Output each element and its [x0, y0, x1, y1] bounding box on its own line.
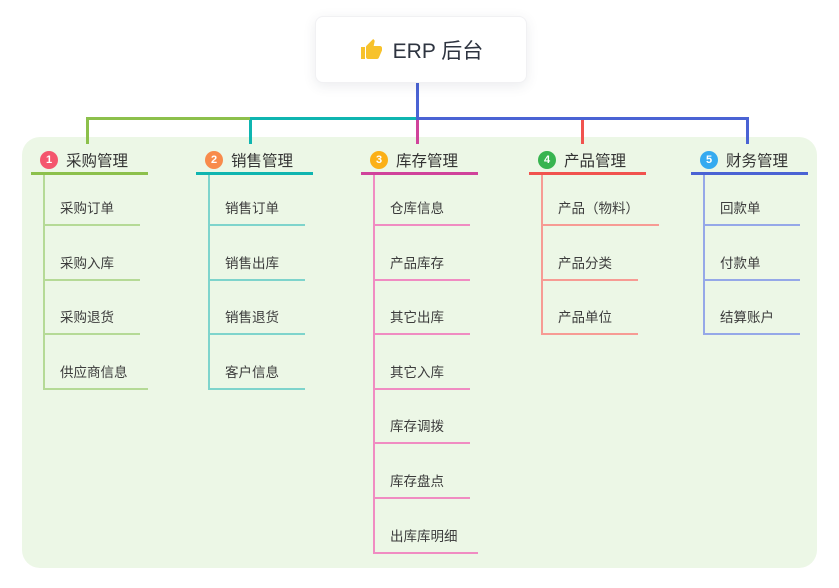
child-node[interactable]: 客户信息 [210, 335, 305, 390]
child-node[interactable]: 库存盘点 [375, 444, 470, 499]
child-node[interactable]: 采购入库 [45, 226, 140, 281]
child-node[interactable]: 出库库明细 [375, 499, 478, 554]
child-label: 销售订单 [225, 201, 279, 216]
branch-inventory: 3 库存管理 仓库信息 产品库存 其它出库 其它入库 库存调拨 库存盘点 出库库… [361, 147, 478, 554]
drop-line-product [581, 120, 584, 144]
child-label: 仓库信息 [390, 201, 444, 216]
drop-line-sales [249, 120, 252, 144]
branch-label: 采购管理 [66, 152, 129, 170]
branch-children: 销售订单 销售出库 销售退货 客户信息 [208, 175, 305, 390]
branch-badge: 1 [40, 150, 58, 169]
child-node[interactable]: 销售退货 [210, 281, 305, 336]
branch-label: 销售管理 [231, 152, 294, 170]
branch-sales: 2 销售管理 销售订单 销售出库 销售退货 客户信息 [196, 147, 313, 390]
branch-title-inventory[interactable]: 3 库存管理 [361, 147, 478, 175]
child-node[interactable]: 销售订单 [210, 175, 305, 226]
child-node[interactable]: 产品（物料） [543, 175, 659, 226]
child-label: 客户信息 [225, 364, 279, 380]
drop-line-inventory [416, 120, 419, 144]
child-node[interactable]: 采购退货 [45, 281, 140, 336]
connector-horizontal-teal [250, 117, 416, 120]
branch-title-purchase[interactable]: 1 采购管理 [31, 147, 148, 175]
branches-panel [22, 137, 817, 568]
branch-title-finance[interactable]: 5 财务管理 [691, 147, 808, 175]
branch-label: 库存管理 [396, 152, 459, 170]
child-label: 库存调拨 [390, 419, 444, 435]
connector-horizontal-green [86, 117, 250, 120]
root-connector-line [416, 83, 419, 117]
child-label: 回款单 [720, 201, 761, 216]
child-label: 其它出库 [390, 310, 444, 326]
child-label: 产品（物料） [558, 201, 639, 216]
child-node[interactable]: 库存调拨 [375, 390, 470, 445]
child-label: 付款单 [720, 255, 761, 271]
child-node[interactable]: 产品分类 [543, 226, 638, 281]
child-node[interactable]: 采购订单 [45, 175, 140, 226]
child-label: 供应商信息 [60, 364, 128, 380]
thumbs-up-icon [359, 38, 383, 62]
child-label: 销售退货 [225, 310, 279, 326]
child-label: 产品库存 [390, 255, 444, 271]
child-node[interactable]: 仓库信息 [375, 175, 470, 226]
child-node[interactable]: 供应商信息 [45, 335, 148, 390]
child-node[interactable]: 付款单 [705, 226, 800, 281]
branch-children: 回款单 付款单 结算账户 [703, 175, 800, 336]
drop-line-purchase [86, 120, 89, 144]
child-label: 采购订单 [60, 201, 114, 216]
child-label: 采购入库 [60, 255, 114, 271]
branch-title-sales[interactable]: 2 销售管理 [196, 147, 313, 175]
child-label: 其它入库 [390, 364, 444, 380]
branch-purchase: 1 采购管理 采购订单 采购入库 采购退货 供应商信息 [31, 147, 148, 390]
child-node[interactable]: 产品库存 [375, 226, 470, 281]
child-node[interactable]: 其它出库 [375, 281, 470, 336]
branch-finance: 5 财务管理 回款单 付款单 结算账户 [691, 147, 808, 336]
branch-children: 仓库信息 产品库存 其它出库 其它入库 库存调拨 库存盘点 出库库明细 [373, 175, 478, 554]
branch-children: 产品（物料） 产品分类 产品单位 [541, 175, 659, 336]
branch-badge: 4 [538, 150, 556, 169]
child-node[interactable]: 其它入库 [375, 335, 470, 390]
child-node[interactable]: 销售出库 [210, 226, 305, 281]
branch-badge: 3 [370, 150, 388, 169]
root-node[interactable]: ERP 后台 [315, 16, 527, 83]
branch-label: 财务管理 [726, 152, 789, 170]
child-label: 库存盘点 [390, 473, 444, 489]
child-label: 销售出库 [225, 255, 279, 271]
branch-title-product[interactable]: 4 产品管理 [529, 147, 646, 175]
child-node[interactable]: 回款单 [705, 175, 800, 226]
child-label: 产品分类 [558, 255, 612, 271]
child-label: 采购退货 [60, 310, 114, 326]
child-label: 结算账户 [720, 310, 774, 326]
branch-badge: 2 [205, 150, 223, 169]
child-label: 出库库明细 [390, 528, 458, 544]
branch-product: 4 产品管理 产品（物料） 产品分类 产品单位 [529, 147, 659, 336]
drop-line-finance [746, 120, 749, 144]
root-title: ERP 后台 [392, 39, 484, 63]
child-node[interactable]: 产品单位 [543, 281, 638, 336]
branch-children: 采购订单 采购入库 采购退货 供应商信息 [43, 175, 148, 390]
child-label: 产品单位 [558, 310, 612, 326]
child-node[interactable]: 结算账户 [705, 281, 800, 336]
connector-horizontal-blue [416, 117, 749, 120]
branch-label: 产品管理 [564, 152, 627, 170]
branch-badge: 5 [700, 150, 718, 169]
